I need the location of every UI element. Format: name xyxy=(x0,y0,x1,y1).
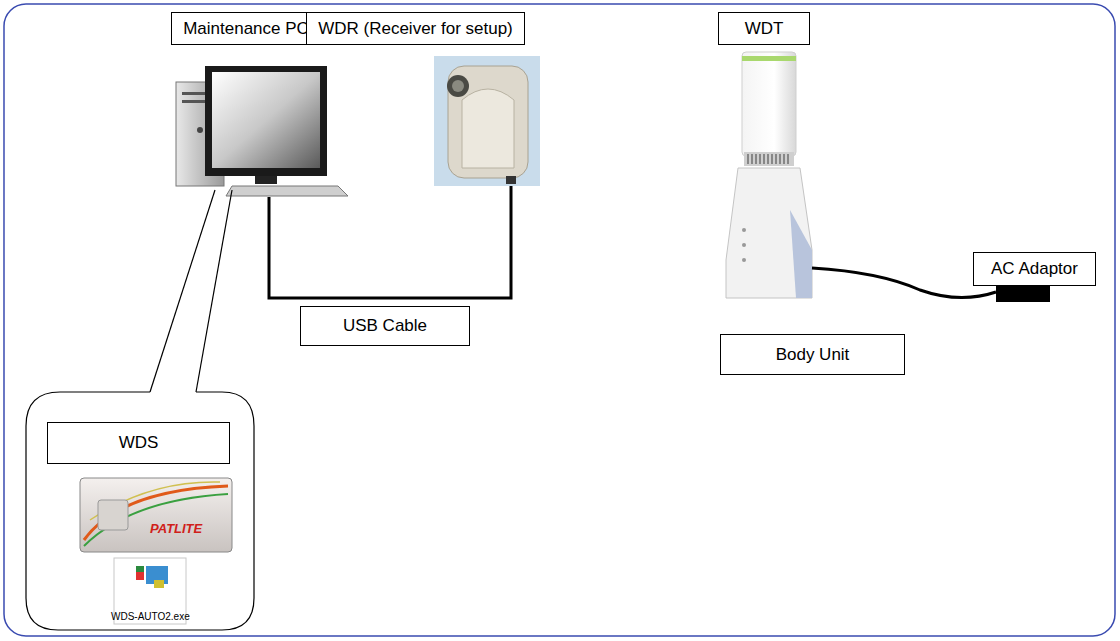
pc-illustration xyxy=(176,66,348,196)
label-box: WDR (Receiver for setup) xyxy=(306,12,525,45)
logo-text: PATLITE xyxy=(150,521,202,536)
label-text: WDR (Receiver for setup) xyxy=(318,19,513,39)
label-box: WDS xyxy=(47,422,230,464)
label-box: WDT xyxy=(718,12,810,45)
wds-callout xyxy=(26,190,254,630)
label-text: Maintenance PC xyxy=(183,19,309,39)
label-box: USB Cable xyxy=(300,306,470,346)
label-box: AC Adaptor xyxy=(973,252,1096,286)
label-text: USB Cable xyxy=(343,316,427,336)
outer-frame xyxy=(4,4,1115,636)
label-text: WDT xyxy=(745,19,784,39)
label-box: Maintenance PC xyxy=(171,12,321,45)
label-box: Body Unit xyxy=(720,334,905,375)
patlite-logo xyxy=(80,478,232,552)
label-text: AC Adaptor xyxy=(991,259,1078,279)
label-text: Body Unit xyxy=(776,345,850,365)
usb-cable xyxy=(269,185,511,298)
file-name: WDS-AUTO2.exe xyxy=(111,611,190,622)
wdr-illustration xyxy=(434,56,540,186)
label-text: WDS xyxy=(119,433,159,453)
